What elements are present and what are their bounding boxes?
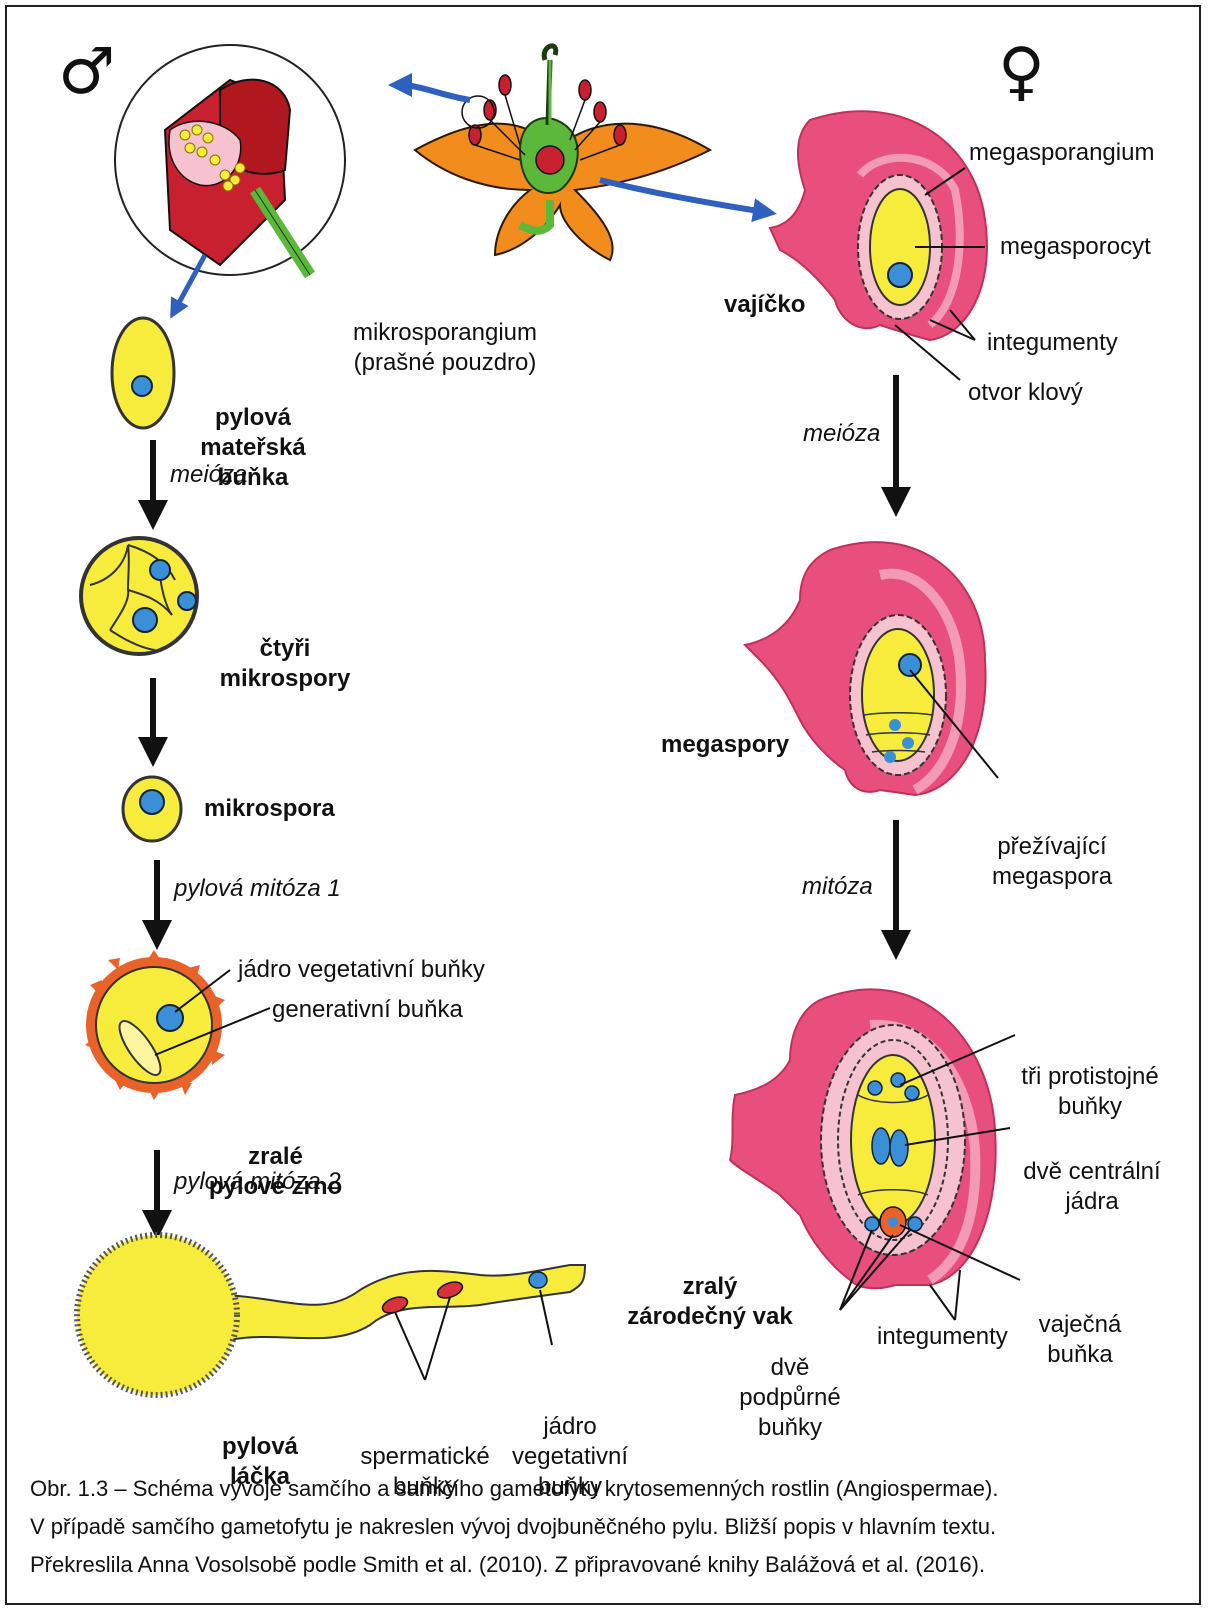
label-otvor-klovy: otvor klový <box>968 378 1083 408</box>
figure-caption: Obr. 1.3 – Schéma vývoje samčího a samič… <box>30 1470 1180 1584</box>
caption-line-2: V případě samčího gametofytu je nakresle… <box>30 1508 1180 1546</box>
label-jadro-vegetativni-bunky: jádro vegetativní buňky <box>238 955 485 985</box>
caption-line-1: Obr. 1.3 – Schéma vývoje samčího a samič… <box>30 1470 1180 1508</box>
label-pylova-mitoza-1: pylová mitóza 1 <box>174 874 341 904</box>
caption-line-3: Překreslila Anna Vosolsobě podle Smith e… <box>30 1546 1180 1584</box>
microspore <box>123 777 181 841</box>
anther-magnified <box>115 45 345 275</box>
label-megasporangium: megasporangium <box>969 138 1154 168</box>
label-meioza-female: meióza <box>803 419 880 449</box>
label-megasporocyt: megasporocyt <box>1000 232 1151 262</box>
pollen-mother-cell <box>112 318 174 428</box>
label-integumenty-2: integumenty <box>877 1322 1008 1352</box>
label-integumenty: integumenty <box>987 328 1118 358</box>
label-meioza-male: meióza <box>170 460 247 490</box>
flower-illustration <box>415 46 710 260</box>
label-generativni-bunka: generativní buňka <box>272 995 463 1025</box>
arrow-to-ovule <box>600 180 765 212</box>
arrow-to-anther <box>400 85 470 100</box>
leader-sperm-2 <box>425 1297 450 1380</box>
female-symbol: ♀ <box>998 40 1045 104</box>
male-symbol: ♂ <box>58 40 115 104</box>
label-mikrospora: mikrospora <box>204 794 335 824</box>
label-megaspory: megaspory <box>661 730 789 760</box>
label-vajicko: vajíčko <box>724 290 805 320</box>
tetrad-four-microspores <box>81 538 197 654</box>
leader-integumenty-2a <box>955 1270 960 1320</box>
label-mikrosporangium: mikrosporangium(prašné pouzdro) <box>340 258 550 408</box>
label-mitoza-female: mitóza <box>802 872 873 902</box>
leader-sperm-1 <box>395 1312 425 1380</box>
label-pylova-mitoza-2: pylová mitóza 2 <box>174 1167 341 1197</box>
mature-pollen-grain <box>85 950 225 1100</box>
leader-tube-nucleus <box>540 1290 552 1345</box>
leader-integumenty-2b <box>930 1285 955 1320</box>
